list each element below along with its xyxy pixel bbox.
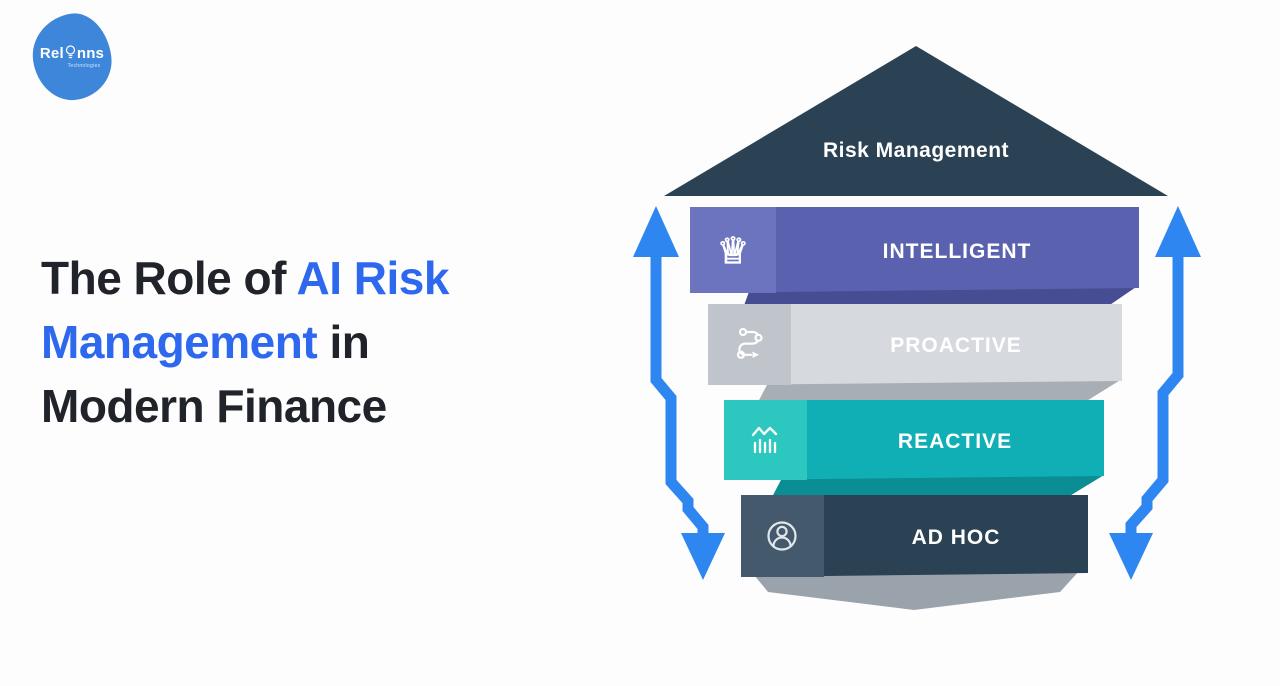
level-proactive-label: PROACTIVE: [890, 334, 1022, 357]
roof-label: Risk Management: [823, 139, 1009, 162]
route-icon: [736, 327, 763, 359]
left-arrow-down-head: [681, 533, 725, 580]
title-line-2: Management in: [41, 316, 370, 368]
level-reactive-icon-panel: [724, 400, 807, 480]
logo-brand-suffix: nns: [76, 45, 105, 62]
level-adhoc-bar: [741, 495, 1088, 577]
title-highlight-2: Management: [41, 316, 318, 368]
title-line-1: The Role of AI Risk: [41, 252, 450, 304]
level-adhoc-label: AD HOC: [912, 526, 1001, 549]
left-arrow-up-head: [633, 206, 679, 257]
level-intelligent-label: INTELLIGENT: [883, 240, 1032, 263]
roof-triangle: [664, 46, 1168, 196]
right-arrow-stem: [1125, 250, 1184, 536]
risk-maturity-diagram: Risk Management ♕ INTELLIGENT PROACTIVE …: [630, 30, 1240, 640]
analytics-icon: [751, 426, 778, 454]
level-adhoc-shadow: [750, 570, 1080, 610]
logo-brand-text: Rel nns: [40, 45, 104, 62]
level-proactive-bar: [708, 304, 1122, 385]
level-proactive-shadow: [758, 379, 1122, 402]
level-intelligent-icon-panel: [690, 207, 776, 293]
logo-tagline: Technologies: [67, 63, 101, 69]
right-arrow-down-head: [1109, 533, 1153, 580]
chess-queen-icon: ♕: [717, 230, 749, 271]
user-icon: [767, 521, 797, 551]
level-reactive-bar: [724, 400, 1104, 480]
lightbulb-icon: [65, 45, 75, 59]
right-maturity-arrow: [1109, 206, 1201, 580]
left-maturity-arrow: [633, 206, 725, 580]
level-reactive-label: REACTIVE: [898, 430, 1012, 453]
logo-brand-prefix: Rel: [39, 45, 64, 62]
title-highlight-1: AI Risk: [296, 252, 450, 304]
level-intelligent-bar: [690, 207, 1139, 293]
page-title: The Role of AI Risk Management in Modern…: [41, 246, 449, 438]
title-line-3: Modern Finance: [41, 380, 387, 432]
level-reactive-shadow: [772, 475, 1104, 497]
left-arrow-stem: [650, 250, 709, 536]
relinns-logo: Rel nns Technologies: [27, 8, 117, 106]
right-arrow-up-head: [1155, 206, 1201, 257]
